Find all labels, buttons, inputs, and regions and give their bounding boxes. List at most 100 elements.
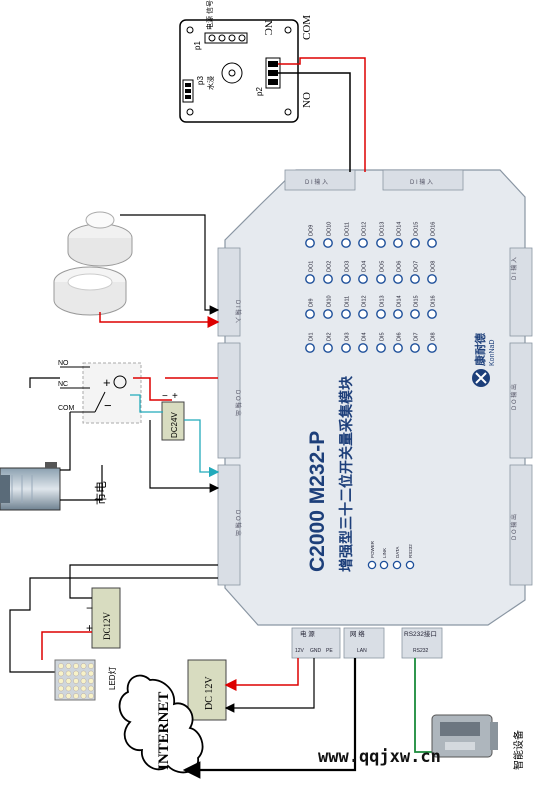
smart-device	[431, 714, 498, 758]
smoke-sensor-2	[53, 266, 127, 316]
status-led-label: LINK	[382, 548, 387, 558]
terminal-label-left-upper: D I 输 入	[234, 300, 242, 323]
led-do10: DO10	[323, 222, 333, 248]
sensor-com-wire	[278, 57, 366, 172]
led-label: DI5	[380, 332, 386, 341]
terminal-label-right-mid: D O 输 出	[510, 384, 518, 410]
led-label: DO1	[309, 261, 315, 272]
power-port-block	[291, 627, 341, 659]
led-label: DI3	[345, 332, 351, 341]
led-label: DI4	[362, 332, 368, 341]
led-lamp-label: LED灯	[107, 666, 117, 690]
relay-plus: +	[103, 375, 111, 390]
led-lamp-dot	[58, 678, 64, 684]
led-lamp	[54, 659, 96, 701]
led-label: DO7	[414, 261, 420, 272]
led-lamp-dot	[80, 693, 87, 699]
dc12v-bottom-label: DC 12V	[204, 676, 215, 710]
rs232-pin: RS232	[413, 648, 429, 654]
dc24v-supply	[161, 401, 185, 441]
terminal-label-right-upper: D I 输 入	[510, 257, 518, 280]
status-led-label: RS232	[408, 544, 413, 558]
dc12v-bottom-supply	[187, 659, 227, 721]
terminal-top-right	[382, 169, 464, 191]
led-di3: DI3	[341, 332, 351, 353]
led-label: DO3	[345, 261, 351, 272]
status-led-link: LINK	[379, 548, 389, 570]
led-di14: DI14	[393, 295, 403, 319]
led-lamp-dot	[58, 670, 64, 677]
sensor-com-label: COM	[301, 15, 313, 40]
terminal-right-lower	[509, 464, 533, 586]
led-label: DO11	[345, 222, 351, 236]
led-do7: DO7	[410, 261, 420, 284]
led-label: DI10	[327, 295, 333, 307]
power-pin-pe: PE	[326, 648, 333, 654]
module-subtitle: 增强型三十二位开关量采集模块	[338, 375, 354, 572]
water-label: 水浸	[206, 76, 215, 90]
svg-text:+: +	[172, 391, 178, 402]
relay-no-label: NO	[58, 360, 69, 367]
led-do12: DO12	[358, 222, 368, 248]
sensor-no-label: NO	[301, 92, 313, 108]
led-lamp-dot	[73, 693, 79, 699]
terminal-label-top-left: D I 输 入	[305, 178, 328, 186]
p1-label: p1	[193, 41, 202, 50]
led-label: DI9	[309, 298, 315, 307]
led-label: DI8	[431, 332, 437, 341]
led-di6: DI6	[393, 332, 403, 353]
sensor-no-wire	[278, 72, 351, 172]
led-label: DO4	[362, 261, 368, 272]
smoke-sensor-1	[67, 211, 133, 267]
led-lamp-dot	[80, 670, 87, 677]
smart-device-label: 智能设备	[512, 730, 525, 770]
lan-pin: LAN	[357, 648, 367, 654]
terminal-left-upper	[217, 247, 241, 337]
led-do9: DO9	[305, 225, 315, 248]
led-di16: DI16	[427, 295, 437, 319]
power-pin-gnd: GND	[310, 648, 322, 654]
dc12v-left-label: DC12V	[102, 611, 112, 640]
led-di15: DI15	[410, 295, 420, 319]
led-label: DI14	[397, 295, 403, 307]
power-port-label: 电 源	[300, 629, 315, 638]
led-do14: DO14	[393, 222, 403, 248]
led-label: DI12	[362, 295, 368, 307]
led-lamp-dot	[80, 678, 87, 684]
led-do16: DO16	[427, 222, 437, 248]
led-di8: DI8	[427, 332, 437, 353]
led-do5: DO5	[376, 261, 386, 284]
led-di7: DI7	[410, 332, 420, 353]
internet-cloud	[118, 674, 204, 774]
led-lamp-dot	[88, 678, 94, 684]
terminal-label-right-lower: D O 输 出	[510, 514, 518, 540]
led-lamp-dot	[58, 685, 64, 692]
p2-label: p2	[255, 87, 264, 96]
led-di12: DI12	[358, 295, 368, 319]
terminal-left-lower	[217, 464, 241, 586]
led-label: DO6	[397, 261, 403, 272]
led-label: DO8	[431, 261, 437, 272]
water-sensor-box: p1 电源 信号 地 p3 水浸 p2	[179, 0, 299, 123]
led-lamp-dot	[88, 670, 94, 677]
led-label: DI16	[431, 295, 437, 307]
status-led-power: POWER	[367, 540, 377, 570]
led-do2: DO2	[323, 261, 333, 284]
led-lamp-dot	[80, 685, 87, 692]
led-label: DO14	[397, 222, 403, 236]
led-di9: DI9	[305, 298, 315, 319]
led-lamp-dot	[88, 685, 94, 692]
led-label: DO13	[380, 222, 386, 236]
led-lamp-dot	[65, 670, 72, 677]
terminal-right-mid	[509, 342, 533, 459]
led-label: DI1	[309, 332, 315, 341]
led-label: DO9	[309, 225, 315, 236]
dc12v-left-minus: −	[86, 601, 93, 615]
led-di5: DI5	[376, 332, 386, 353]
led-lamp-dot	[73, 678, 79, 684]
led-di10: DI10	[323, 295, 333, 319]
led-do8: DO8	[427, 261, 437, 284]
led-label: DO2	[327, 261, 333, 272]
led-label: DO12	[362, 222, 368, 236]
